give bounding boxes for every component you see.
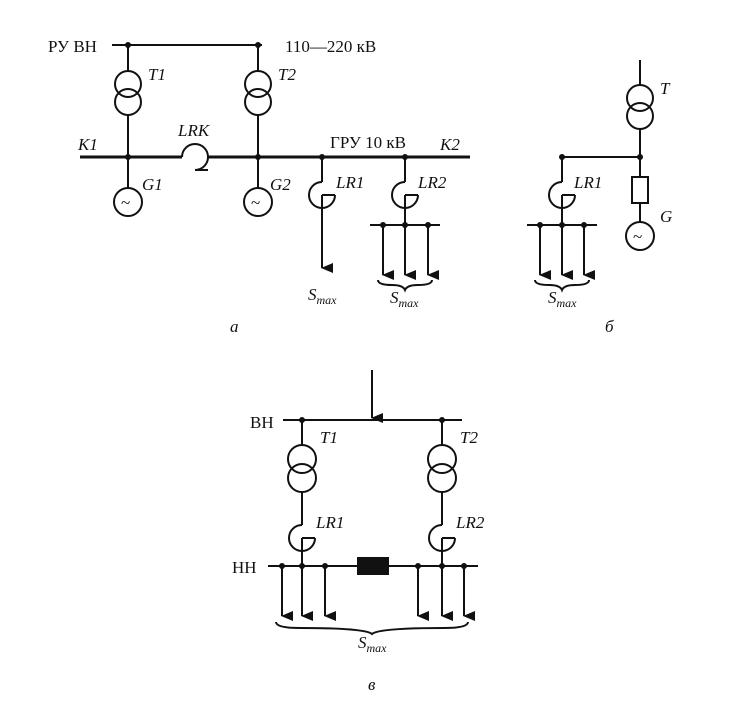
section-k2-label: K2	[439, 135, 460, 154]
hv-bus-label-c: ВН	[250, 413, 274, 432]
lv-bus-label-c: НН	[232, 558, 257, 577]
brace-a	[377, 279, 433, 293]
transformer-t-winding1	[626, 84, 654, 112]
transformer-t-winding2	[626, 102, 654, 130]
sectional-breaker-c	[357, 557, 389, 575]
lr2-label-c: LR2	[455, 513, 485, 532]
transformer-t2c-winding1	[427, 444, 457, 474]
caption-a: а	[230, 317, 239, 336]
reactor-lr2-c	[428, 524, 456, 552]
lr2-label-a: LR2	[417, 173, 447, 192]
transformer-t1c-winding1	[287, 444, 317, 474]
generator-g1	[113, 187, 143, 217]
transformer-t2-winding2	[244, 88, 272, 116]
hv-voltage-label-a: 110—220 кВ	[285, 37, 376, 56]
scheme-b: T ~ G Smax LR1 б	[527, 60, 672, 336]
caption-b: б	[605, 317, 614, 336]
reactor-lr1-a	[308, 181, 336, 209]
generator-g	[625, 221, 655, 251]
transformer-t2c-winding2	[427, 463, 457, 493]
t1-label-c: T1	[320, 428, 338, 447]
transformer-t1c-winding2	[287, 463, 317, 493]
lr1-label-c: LR1	[315, 513, 344, 532]
hv-bus-label-a: РУ ВН	[48, 37, 97, 56]
lv-bus-label-a: ГРУ 10 кВ	[330, 133, 406, 152]
caption-c: в	[368, 675, 376, 694]
brace-b	[534, 279, 590, 293]
reactor-lr1-b	[548, 181, 576, 209]
smax-label-a2: Smax	[390, 288, 419, 310]
t2-label-c: T2	[460, 428, 478, 447]
lr1-label-b: LR1	[573, 173, 602, 192]
scheme-a: РУ ВН 110—220 кВ T1 T2 K1 K2 LRK ГРУ 10 …	[48, 37, 470, 336]
brace-c	[275, 621, 469, 636]
t1-label-a: T1	[148, 65, 166, 84]
g-label-b: G	[660, 207, 672, 226]
section-k1-label: K1	[77, 135, 98, 154]
transformer-t2-winding1	[244, 70, 272, 98]
transformer-t1-winding2	[114, 88, 142, 116]
svg-text:~: ~	[121, 193, 130, 212]
t2-label-a: T2	[278, 65, 296, 84]
smax-label-b: Smax	[548, 288, 577, 310]
generator-g2	[243, 187, 273, 217]
g1-label: G1	[142, 175, 163, 194]
reactor-lr2-a	[391, 181, 419, 209]
svg-text:~: ~	[251, 193, 260, 212]
lr1-label-a: LR1	[335, 173, 364, 192]
g2-label: G2	[270, 175, 291, 194]
t-label-b: T	[660, 79, 671, 98]
smax-label-c: Smax	[358, 633, 387, 655]
reactor-lrk	[181, 143, 209, 171]
transformer-t1-winding1	[114, 70, 142, 98]
breaker-b	[631, 176, 649, 204]
svg-text:~: ~	[633, 227, 642, 246]
lrk-label: LRK	[177, 121, 211, 140]
smax-label-a1: Smax	[308, 285, 337, 307]
reactor-lr1-c	[288, 524, 316, 552]
scheme-c: ВН T1 T2 LR1 LR2 НН	[232, 370, 485, 694]
